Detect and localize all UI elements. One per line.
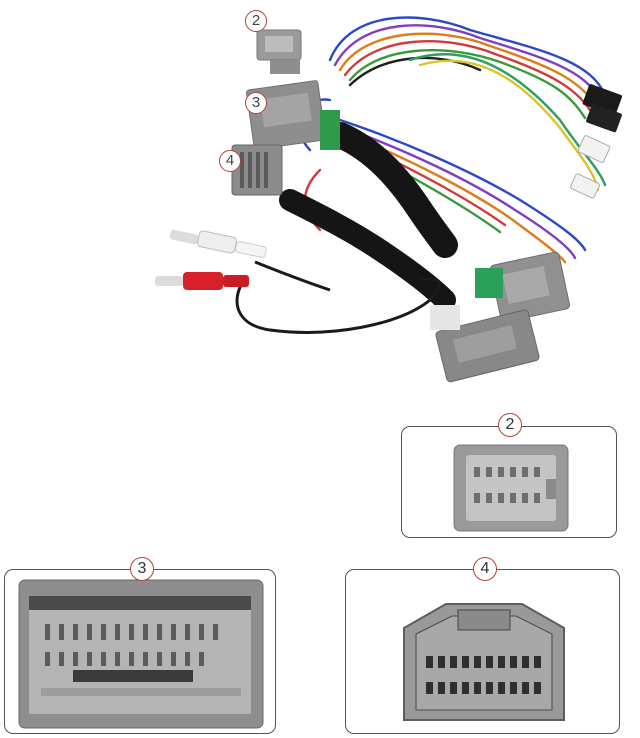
- black-connector-right: [582, 84, 622, 133]
- rca-cable: [155, 229, 441, 334]
- gray-connector-bottom-right: [475, 251, 571, 323]
- detail-panel-4: [345, 569, 620, 734]
- gray-connector-3: [246, 80, 340, 150]
- gray-connector-2: [256, 29, 302, 74]
- panel-2-number: 2: [498, 413, 522, 437]
- black-sleeves: [279, 122, 458, 311]
- panel-4-number: 4: [473, 557, 497, 581]
- detail-panel-3: [4, 569, 276, 734]
- gray-connector-4: [231, 144, 283, 196]
- callout-2: 2: [245, 10, 267, 32]
- detail-panel-2: [401, 426, 617, 538]
- connector-3-closeup: [18, 579, 264, 729]
- connector-4-closeup: [403, 603, 565, 721]
- callout-4: 4: [219, 150, 241, 172]
- white-connector-right: [569, 135, 611, 199]
- connector-2-closeup: [453, 444, 569, 532]
- panel-3-number: 3: [130, 557, 154, 581]
- gray-connector-bottom: [430, 305, 540, 383]
- callout-3: 3: [245, 92, 267, 114]
